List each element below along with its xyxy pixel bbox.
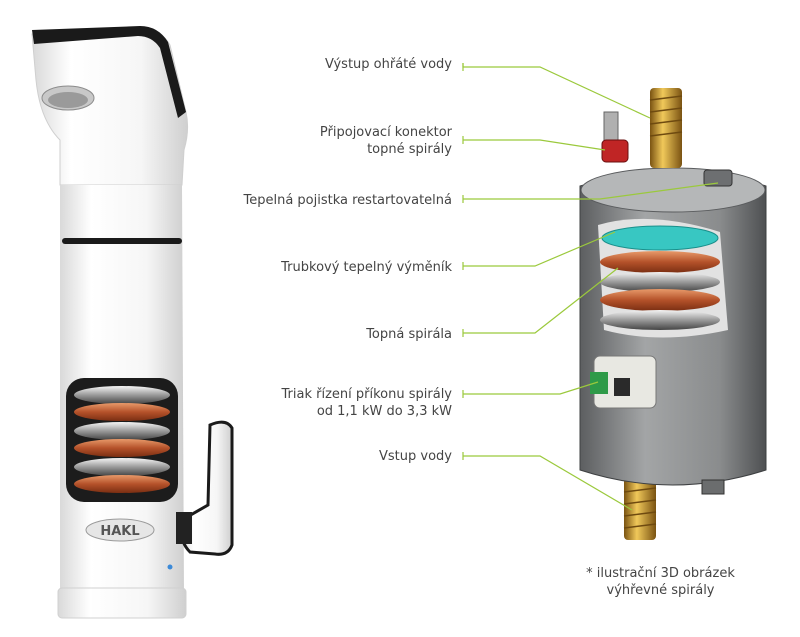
heater-top-cap	[32, 26, 186, 118]
outlet-threads	[649, 95, 683, 137]
heater-black-ring	[62, 238, 182, 244]
label-triak: Triak řízení příkonu spirály od 1,1 kW d…	[282, 386, 452, 420]
heater-window-coils	[74, 386, 170, 493]
label-konektor: Připojovací konektor topné spirály	[320, 124, 452, 158]
inlet-fitting	[624, 478, 656, 540]
leader-vystup	[462, 63, 651, 119]
label-vstup: Vstup vody	[379, 449, 452, 464]
triac-chip	[590, 372, 608, 394]
chrome-coil-2	[600, 310, 720, 330]
chrome-coil-1	[600, 272, 720, 292]
label-pojistka: Tepelná pojistka restartovatelná	[243, 193, 453, 208]
illustration-note: * ilustrační 3D obrázek výhřevné spirály	[548, 565, 773, 599]
note-line1: * ilustrační 3D obrázek	[586, 566, 735, 581]
leader-konektor	[463, 139, 606, 151]
label-triak-line2: od 1,1 kW do 3,3 kW	[316, 404, 452, 419]
indicator-dot	[167, 564, 173, 570]
hakl-logo: HAKL	[100, 524, 139, 539]
leader-pojistka	[463, 182, 719, 200]
heater-lever-joint	[176, 512, 192, 544]
label-vymenik: Trubkový tepelný výměník	[281, 260, 452, 275]
heat-exchanger-coil	[601, 225, 719, 251]
shower-nozzle	[48, 92, 88, 108]
connector-pin	[603, 111, 619, 143]
fuse-part	[703, 169, 733, 187]
label-konektor-line1: Připojovací konektor	[319, 125, 452, 140]
label-konektor-line2: topné spirály	[367, 142, 452, 157]
hakl-logo-badge	[85, 518, 155, 542]
heater-product: HAKL	[31, 26, 234, 619]
leader-lines	[462, 63, 719, 511]
connector-red	[601, 139, 629, 163]
label-vystup: Výstup ohřáté vody	[324, 57, 452, 72]
outlet-fitting	[650, 88, 682, 168]
label-triak-line1: Triak řízení příkonu spirály	[281, 387, 452, 402]
label-spirala: Topná spirála	[366, 327, 452, 342]
leader-vstup	[463, 455, 633, 511]
inlet-threads	[623, 487, 657, 529]
heating-coil-2	[600, 289, 720, 311]
bottom-tab	[701, 479, 725, 495]
unit-top	[580, 167, 766, 213]
heater-base	[57, 587, 187, 619]
leader-spirala	[463, 267, 619, 334]
leader-vymenik	[463, 231, 616, 267]
leader-triak	[463, 381, 599, 395]
triac-component	[614, 378, 630, 396]
heating-coil-1	[600, 251, 720, 273]
heating-unit	[579, 88, 767, 540]
note-line2: výhřevné spirály	[606, 583, 715, 598]
